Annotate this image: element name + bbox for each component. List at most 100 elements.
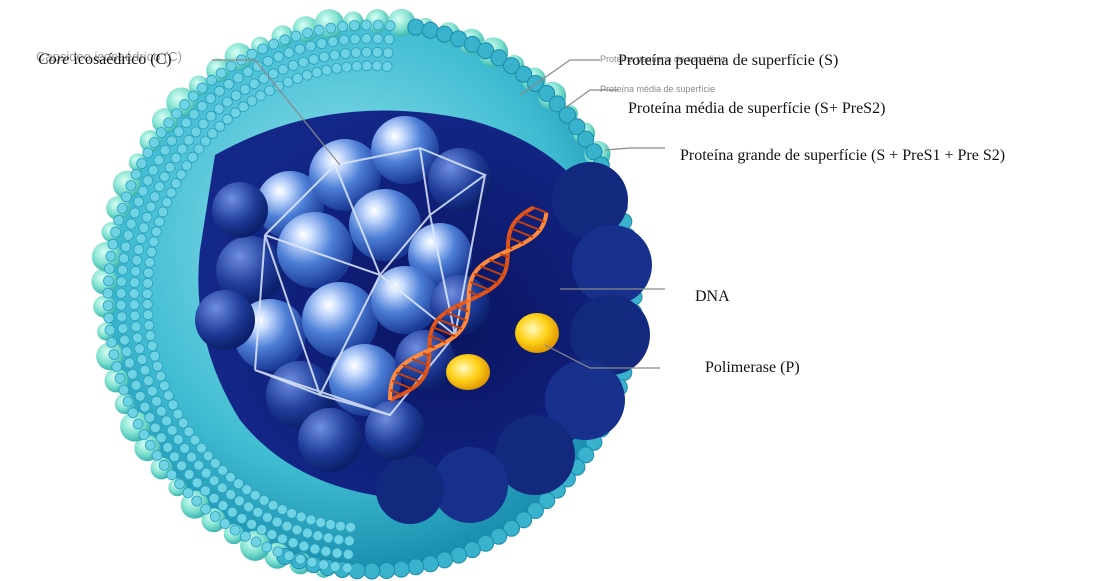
- lipid-bead: [200, 486, 210, 496]
- lipid-bead: [342, 563, 352, 573]
- lipid-bead: [224, 79, 234, 89]
- lipid-bead: [189, 109, 199, 119]
- lipid-bead: [231, 91, 241, 101]
- lipid-bead: [336, 521, 346, 531]
- lipid-bead: [129, 289, 139, 299]
- label-core: Core icosaédrico (C): [38, 51, 172, 69]
- lipid-bead: [209, 476, 219, 486]
- lipid-bead: [283, 77, 293, 87]
- lipid-bead: [149, 138, 159, 148]
- lipid-bead: [111, 227, 121, 237]
- lipid-bead: [207, 75, 217, 85]
- lipid-bead: [307, 557, 317, 567]
- lipid-bead: [121, 192, 131, 202]
- lipid-bead: [134, 245, 144, 255]
- lipid-bead: [293, 73, 303, 83]
- lipid-bead: [168, 400, 178, 410]
- lipid-bead: [269, 39, 279, 49]
- lipid-bead: [342, 62, 352, 72]
- lipid-bead: [344, 536, 354, 546]
- lipid-bead: [192, 478, 202, 488]
- lipid-bead: [288, 538, 298, 548]
- lipid-bead: [373, 20, 383, 30]
- lipid-bead: [135, 344, 145, 354]
- capsid-subunit: [195, 290, 255, 350]
- surface-protein-spike: [437, 26, 453, 42]
- lipid-bead: [332, 548, 342, 558]
- lipid-bead: [197, 83, 207, 93]
- lipid-bead: [131, 380, 141, 390]
- lipid-bead: [265, 86, 275, 96]
- lipid-bead: [143, 148, 153, 158]
- lipid-bead: [131, 266, 141, 276]
- surface-protein-spike: [437, 552, 453, 568]
- lipid-bead: [147, 341, 157, 351]
- lipid-bead: [268, 500, 278, 510]
- lipid-bead: [131, 322, 141, 332]
- label-small-protein: Proteína pequena de superfície (S): [618, 52, 838, 70]
- lipid-bead: [382, 62, 392, 72]
- surface-protein-spike: [422, 22, 438, 38]
- lipid-bead: [173, 409, 183, 419]
- lipid-bead: [201, 504, 211, 514]
- surface-protein-spike: [393, 561, 409, 577]
- lipid-bead: [319, 560, 329, 570]
- lipid-bead: [120, 335, 130, 345]
- lipid-bead: [156, 433, 166, 443]
- lipid-bead: [131, 169, 141, 179]
- lipid-bead: [144, 320, 154, 330]
- lipid-bead: [104, 313, 114, 323]
- lipid-bead: [130, 311, 140, 321]
- lipid-bead: [104, 276, 114, 286]
- lipid-bead: [167, 136, 177, 146]
- lipid-bead: [181, 118, 191, 128]
- lipid-bead: [262, 542, 272, 552]
- lipid-bead: [126, 181, 136, 191]
- lipid-bead: [182, 161, 192, 171]
- lipid-bead: [328, 37, 338, 47]
- lipid-bead: [153, 361, 163, 371]
- lipid-bead: [152, 396, 162, 406]
- lipid-bead: [192, 496, 202, 506]
- label-large-protein: Proteína grande de superfície (S + PreS1…: [680, 147, 1005, 165]
- lipid-bead: [372, 61, 382, 71]
- lipid-bead: [332, 63, 342, 73]
- lipid-bead: [362, 61, 372, 71]
- lipid-bead: [291, 31, 301, 41]
- lipid-bead: [121, 242, 131, 252]
- lipid-bead: [330, 50, 340, 60]
- lipid-bead: [156, 128, 166, 138]
- lipid-bead: [150, 423, 160, 433]
- surface-protein-spike: [408, 19, 424, 35]
- lipid-bead: [103, 301, 113, 311]
- lipid-bead: [155, 182, 165, 192]
- lipid-bead: [162, 197, 172, 207]
- lipid-bead: [159, 381, 169, 391]
- lipid-bead: [174, 127, 184, 137]
- lipid-bead: [277, 505, 287, 515]
- lipid-bead: [247, 96, 257, 106]
- lipid-bead: [267, 530, 277, 540]
- lipid-bead: [215, 86, 225, 96]
- lipid-bead: [198, 119, 208, 129]
- lipid-bead: [263, 56, 273, 66]
- lipid-bead: [142, 289, 152, 299]
- label-core-rest: icosaédrico (C): [69, 51, 171, 68]
- label-dna: DNA: [695, 288, 730, 306]
- lipid-bead: [278, 64, 288, 74]
- lipid-bead: [130, 278, 140, 288]
- lipid-bead: [288, 61, 298, 71]
- lipid-bead: [352, 61, 362, 71]
- lipid-bead: [214, 104, 224, 114]
- lipid-bead: [222, 97, 232, 107]
- lipid-bead: [385, 21, 395, 31]
- lipid-bead: [343, 549, 353, 559]
- lipid-bead: [188, 152, 198, 162]
- lipid-bead: [314, 25, 324, 35]
- lipid-bead: [247, 49, 257, 59]
- lipid-bead: [249, 79, 259, 89]
- lipid-bead: [209, 493, 219, 503]
- polymerase-blob-1: [515, 313, 559, 353]
- lipid-bead: [384, 34, 394, 44]
- lipid-bead: [340, 49, 350, 59]
